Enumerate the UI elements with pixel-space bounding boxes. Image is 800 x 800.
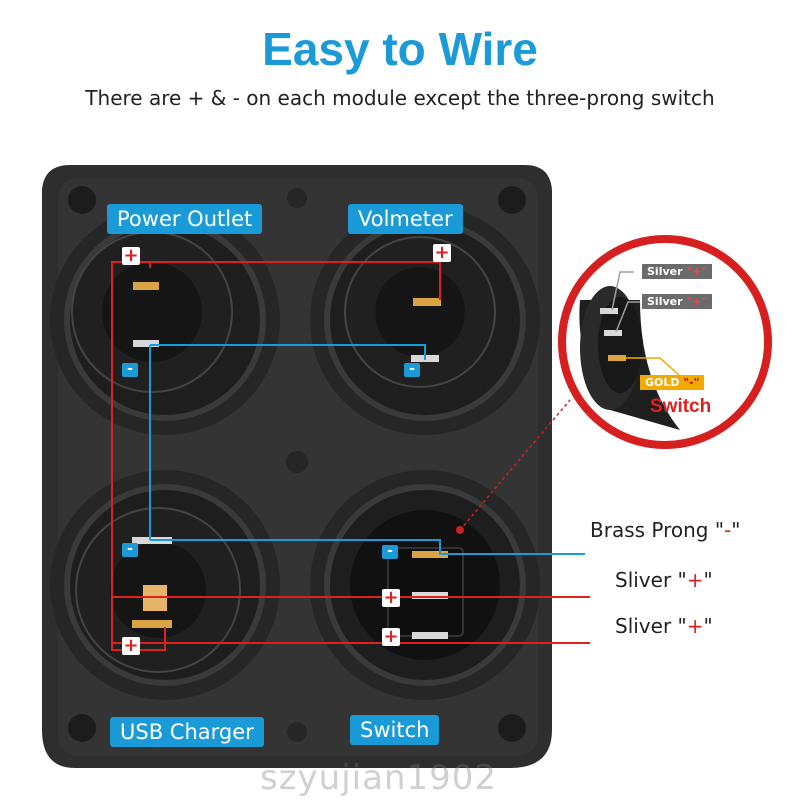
module-usb-charger xyxy=(50,470,280,700)
callout-pointers xyxy=(611,271,640,333)
sliver2-sign: + xyxy=(686,614,704,638)
callout-silver-1: Silver "+" xyxy=(642,264,713,279)
sliver1-text: Sliver " xyxy=(615,568,687,592)
page-subtitle: There are + & - on each module except th… xyxy=(85,86,715,110)
callout-pointer-gold xyxy=(622,357,681,377)
label-switch: Switch xyxy=(350,715,440,745)
screw-center xyxy=(286,451,308,473)
negative-wires xyxy=(149,344,585,555)
callout-silver-2-text: Silver xyxy=(647,295,683,308)
module-voltmeter xyxy=(310,205,540,435)
callout-silver-2: Silver "+" xyxy=(642,294,713,309)
callout-silver-2-sign: "+" xyxy=(686,295,708,308)
callout-dot xyxy=(456,526,464,534)
module-power-outlet xyxy=(50,205,280,435)
watermark: szyujian1902 xyxy=(260,758,498,798)
label-power-outlet: Power Outlet xyxy=(107,204,263,234)
label-sliver-1: Sliver "+" xyxy=(615,568,713,592)
sliver2-end: " xyxy=(703,614,713,638)
screw-top xyxy=(287,188,307,208)
brass-prong-text: Brass Prong " xyxy=(590,518,725,542)
mount-hole-bl xyxy=(68,714,96,742)
prong-vm-pos xyxy=(413,298,441,306)
mount-hole-tr xyxy=(498,186,526,214)
prong-usb-pos xyxy=(132,620,172,628)
sliver1-end: " xyxy=(703,568,713,592)
mount-hole-br xyxy=(498,714,526,742)
sign-sw-plus-1: + xyxy=(382,587,400,608)
sign-po-plus: + xyxy=(122,245,140,266)
prong-po-pos xyxy=(133,282,159,290)
sign-vm-minus: - xyxy=(404,362,420,377)
sign-sw-plus-2: + xyxy=(382,626,400,647)
label-voltmeter: Volmeter xyxy=(348,204,463,234)
callout-gold-sign: "-" xyxy=(683,376,700,389)
callout-silver-1-text: Silver xyxy=(647,265,683,278)
sign-vm-plus: + xyxy=(433,242,451,263)
prong-sw-silver1 xyxy=(412,592,448,599)
callout-gold-text: GOLD xyxy=(645,376,680,389)
callout-leader xyxy=(459,399,571,531)
prong-sw-brass xyxy=(412,551,448,558)
positive-wires xyxy=(111,261,590,651)
callout-silver-1-sign: "+" xyxy=(686,265,708,278)
mount-hole-tl xyxy=(68,186,96,214)
label-sliver-2: Sliver "+" xyxy=(615,614,713,638)
label-brass-prong: Brass Prong "-" xyxy=(590,518,740,542)
prong-sw-silver2 xyxy=(412,632,448,639)
sign-po-minus: - xyxy=(122,362,138,377)
page-title: Easy to Wire xyxy=(262,23,538,75)
brass-prong-end: " xyxy=(731,518,741,542)
label-usb-charger: USB Charger xyxy=(110,717,264,747)
brass-prong-sign: - xyxy=(724,518,732,542)
callout-switch-image xyxy=(579,286,680,430)
sign-sw-minus: - xyxy=(382,544,398,559)
module-switch xyxy=(310,470,540,700)
sign-usb-minus: - xyxy=(122,542,138,557)
sliver1-sign: + xyxy=(686,568,704,592)
callout-gold: GOLD "-" xyxy=(640,375,705,390)
sign-usb-plus: + xyxy=(122,635,140,656)
callout-switch-word: Switch xyxy=(650,396,712,417)
screw-bottom xyxy=(287,722,307,742)
sliver2-text: Sliver " xyxy=(615,614,687,638)
prong-po-neg xyxy=(133,340,159,347)
